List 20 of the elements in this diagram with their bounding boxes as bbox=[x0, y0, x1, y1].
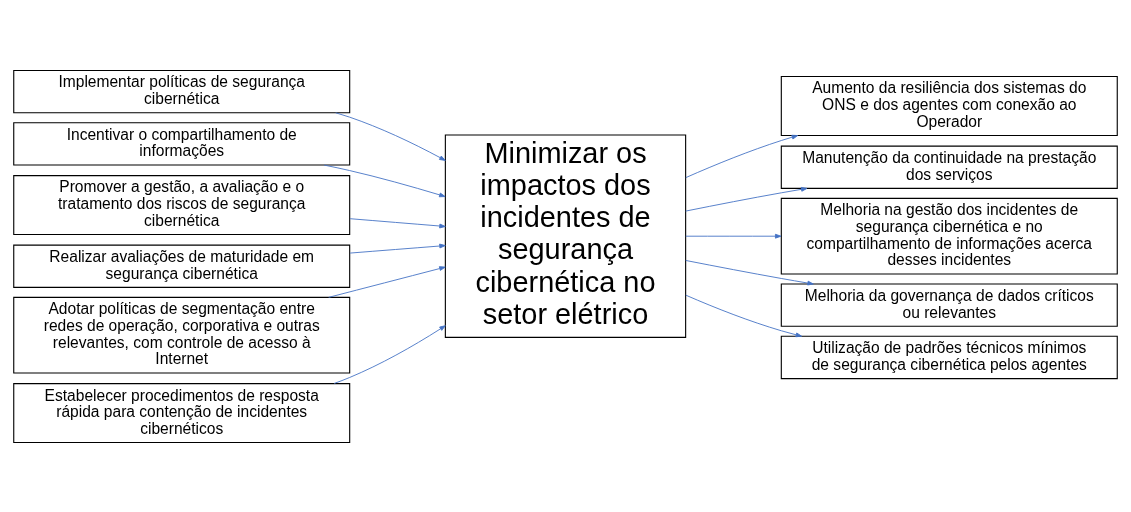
node-box: Manutenção da continuidade na prestação dos serviços bbox=[780, 145, 1118, 189]
node-box: Implementar políticas de segurança cibernética bbox=[13, 69, 351, 113]
arrow bbox=[685, 134, 799, 178]
node-box: Melhoria na gestão dos incidentes de segurança cibernética e no compartilhamento de informações acerca desses incidentes bbox=[780, 197, 1118, 275]
arrow bbox=[333, 324, 446, 384]
node-box: Realizar avaliações de maturidade em segurança cibernética bbox=[13, 244, 351, 288]
arrow bbox=[685, 294, 803, 337]
node-box: Estabelecer procedimentos de resposta rápida para contenção de incidentes cibernéticos bbox=[13, 382, 351, 443]
node-box: Adotar políticas de segmentação entre redes de operação, corporativa e outras relevantes, com controle de acesso à Internet bbox=[13, 296, 351, 374]
arrow bbox=[349, 243, 446, 253]
arrow bbox=[685, 259, 814, 285]
arrow bbox=[685, 233, 782, 239]
arrow bbox=[349, 217, 446, 228]
node-box: Utilização de padrões técnicos mínimos de segurança cibernética pelos agentes bbox=[780, 335, 1118, 379]
node-box: Incentivar o compartilhamento de informações bbox=[13, 121, 351, 166]
node-box: Aumento da resiliência dos sistemas do ONS e dos agentes com conexão ao Operador bbox=[780, 75, 1118, 136]
node-box: Minimizar os impactos dos incidentes de segurança cibernética no setor elétrico bbox=[444, 133, 687, 338]
arrow bbox=[685, 186, 808, 212]
node-box: Promover a gestão, a avaliação e o tratamento dos riscos de segurança cibernética bbox=[13, 174, 351, 235]
arrow bbox=[335, 111, 446, 161]
